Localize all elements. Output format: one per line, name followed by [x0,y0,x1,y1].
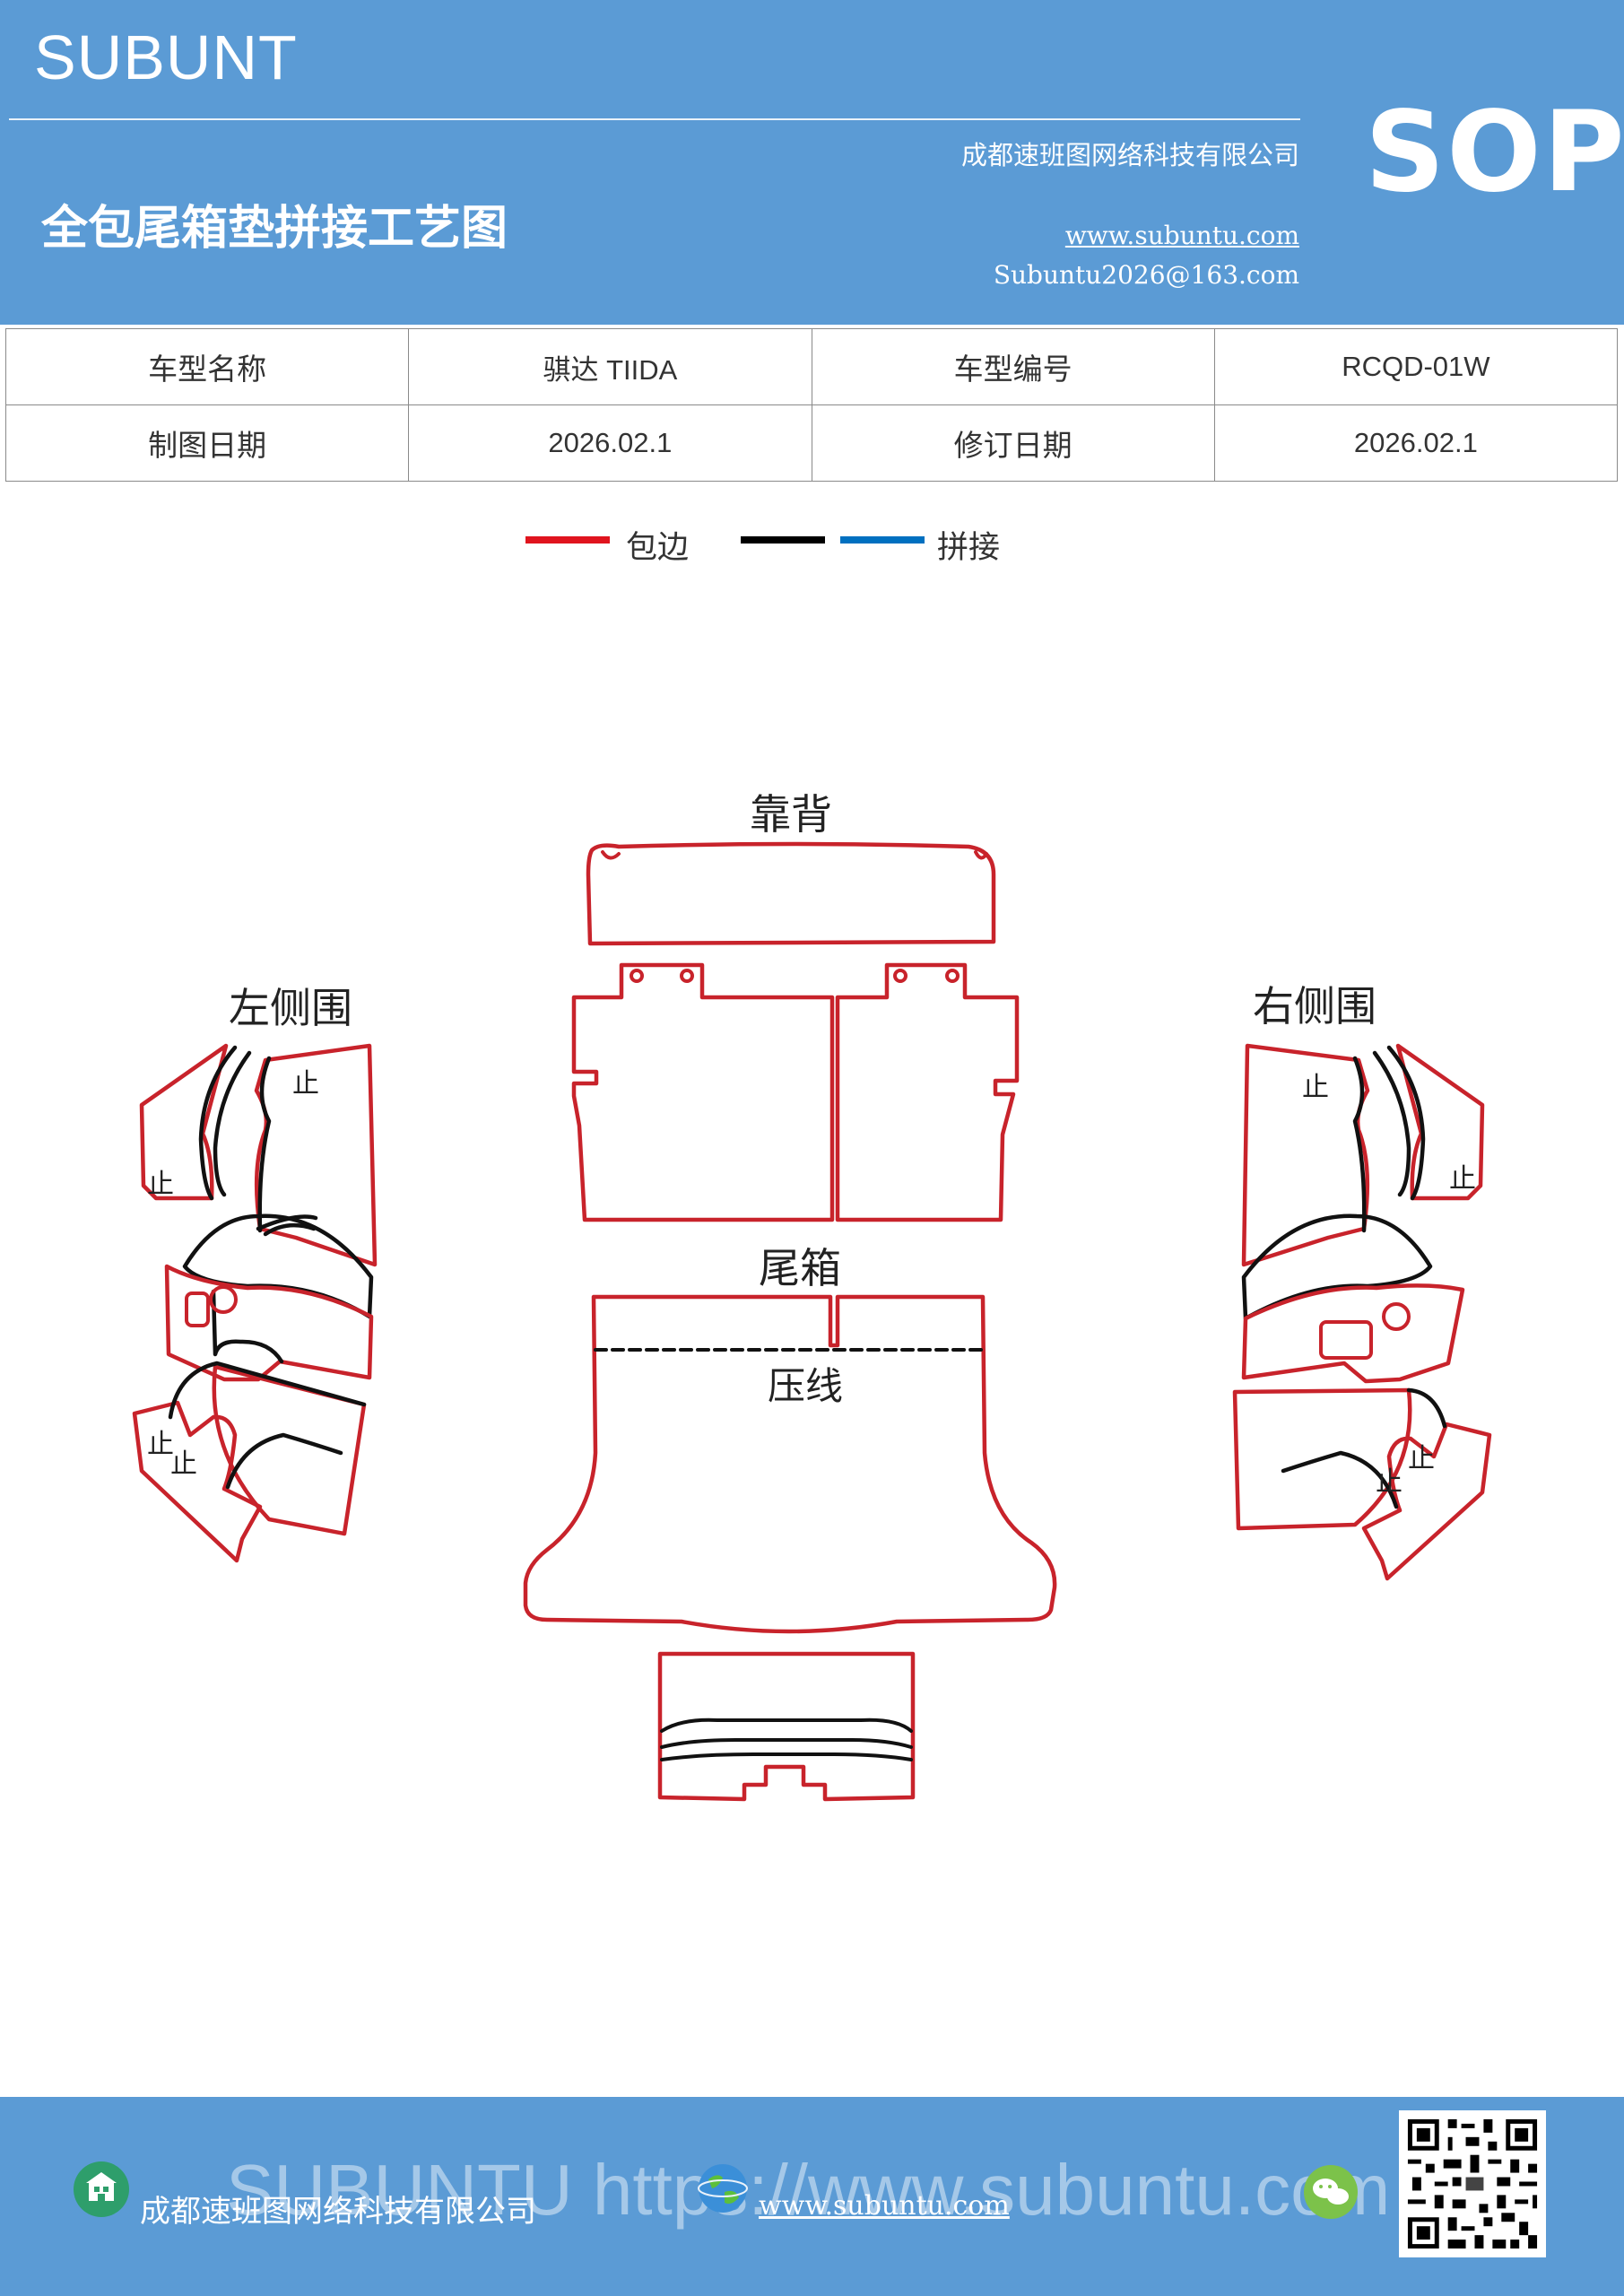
website-link[interactable]: www.subuntu.com [1064,221,1299,250]
backrest-right-panel [835,962,1020,1222]
right-side-hole [1382,1302,1411,1331]
stop-mark: 止 [1408,1443,1435,1474]
right-side-piece-6 [1232,1387,1412,1531]
label-left-side: 左侧围 [229,984,352,1032]
legend-swatch-seam-blue [840,536,925,544]
left-side-piece-1-seam [198,1045,252,1201]
trunk-sill-piece [657,1651,916,1802]
right-side-piece-6-seam [1281,1387,1447,1509]
table-row: 制图日期 2026.02.1 修订日期 2026.02.1 [4,404,1619,482]
legend-swatch-edge [525,536,610,544]
backrest-left-panel [571,962,835,1222]
right-side-piece-1-seam [1372,1045,1426,1201]
header-divider [9,118,1300,120]
legend: 包边 拼接 [0,529,1624,574]
right-side-piece-3 [1241,1213,1433,1321]
backrest-hole [630,969,644,983]
table-cell: 车型名称 [4,328,410,405]
right-side-piece-4 [1241,1283,1465,1384]
company-building-icon [74,2161,129,2217]
footer-watermark: SUBUNTU https://www.subuntu.com [226,2150,1391,2230]
right-side-slot [1319,1320,1373,1360]
stop-mark: 止 [170,1448,197,1480]
right-side-group [1232,1043,1492,1581]
vehicle-info-table: 车型名称 骐达 TIIDA 车型编号 RCQD-01W 制图日期 2026.02… [4,328,1619,482]
backrest-hole [893,969,908,983]
page-title: 全包尾箱垫拼接工艺图 [41,201,508,256]
trunk-floor-piece [523,1294,1057,1634]
left-side-hole [209,1285,238,1314]
stop-mark: 止 [1449,1163,1476,1195]
email-address[interactable]: Subuntu2026@163.com [993,260,1299,290]
table-cell: 车型编号 [811,328,1215,405]
stop-mark: 止 [1376,1466,1403,1498]
legend-swatch-seam-black [741,536,825,544]
label-crease: 压线 [768,1364,843,1408]
left-side-slot [185,1292,210,1327]
table-cell: 2026.02.1 [408,404,812,482]
sill-seam [660,1718,913,1761]
sop-label: SOP [1365,88,1624,217]
header-banner: SUBUNT 全包尾箱垫拼接工艺图 成都速班图网络科技有限公司 www.subu… [0,0,1624,325]
backrest-top-piece [586,841,996,946]
legend-label-seam: 拼接 [937,530,1001,566]
footer-website-link[interactable]: www.subuntu.com [759,2190,1010,2222]
wechat-icon[interactable] [1302,2163,1359,2221]
table-cell: 骐达 TIIDA [408,328,812,405]
left-side-piece-4-seam [211,1289,284,1364]
label-trunk: 尾箱 [759,1244,841,1292]
table-cell: RCQD-01W [1213,328,1619,405]
right-side-piece-2-seam [1352,1056,1367,1233]
left-side-piece-4 [164,1264,374,1382]
globe-icon [698,2164,748,2213]
backrest-notch [601,850,988,860]
stop-mark: 止 [147,1169,174,1200]
left-side-piece-6-seam [168,1361,367,1490]
table-cell: 制图日期 [4,404,410,482]
backrest-hole [945,969,960,983]
stop-mark: 止 [147,1429,174,1460]
right-side-piece-1 [1395,1043,1485,1201]
company-name: 成都速班图网络科技有限公司 [960,140,1299,170]
label-backrest: 靠背 [750,790,832,839]
legend-label-edge: 包边 [626,530,690,566]
table-cell: 修订日期 [811,404,1215,482]
left-side-piece-1 [139,1043,229,1201]
footer-company: 成都速班图网络科技有限公司 [140,2194,536,2230]
backrest-hole [680,969,694,983]
brand-name: SUBUNT [34,22,298,92]
table-row: 车型名称 骐达 TIIDA 车型编号 RCQD-01W [4,328,1619,405]
left-side-piece-6 [212,1364,367,1536]
table-cell: 2026.02.1 [1213,404,1619,482]
stop-mark: 止 [292,1068,319,1100]
stop-mark: 止 [1302,1072,1329,1103]
qr-code[interactable] [1399,2110,1546,2257]
qr-code-icon [1399,2110,1546,2257]
label-right-side: 右侧围 [1253,982,1376,1031]
